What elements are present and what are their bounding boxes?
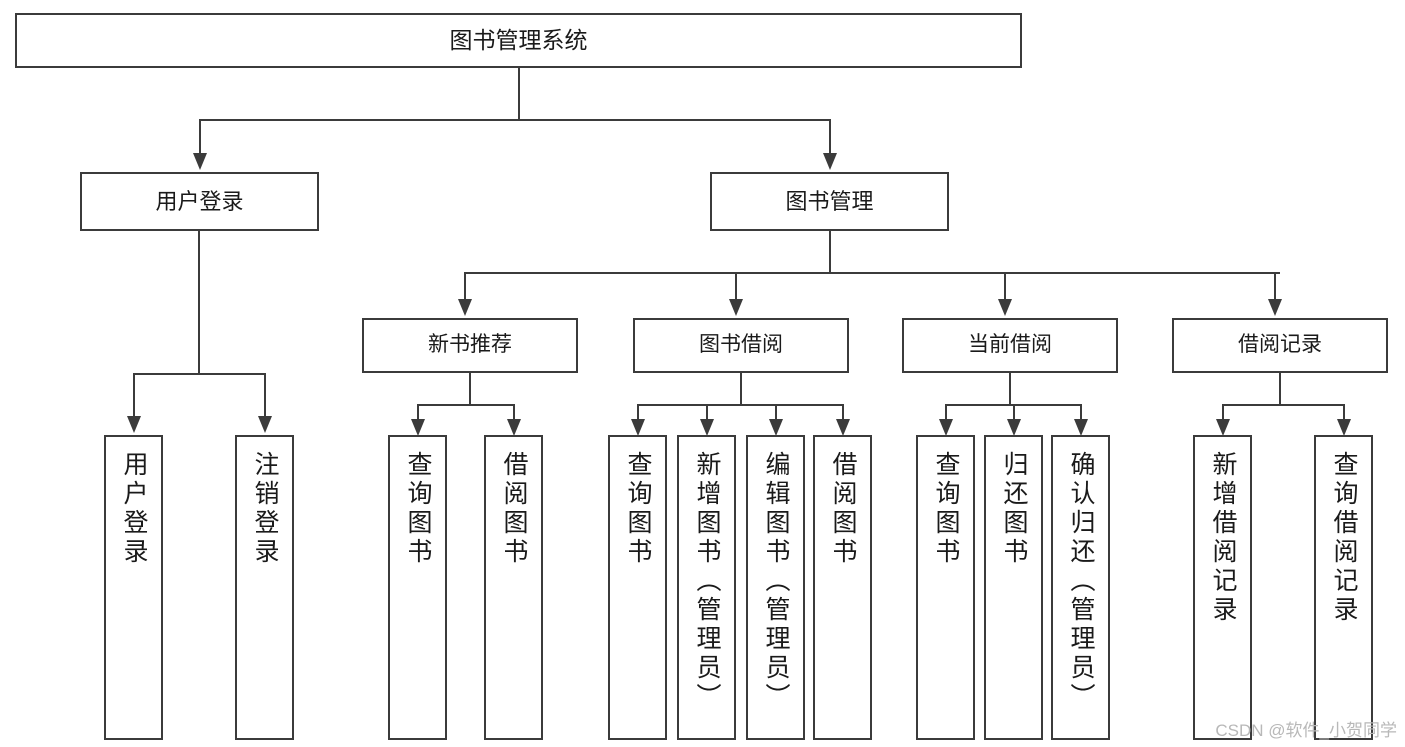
leaf-label: 查询图书 <box>932 451 960 567</box>
connector-bm-drop-3 <box>1004 272 1006 300</box>
arrow-to-leaf-add-book <box>700 419 714 436</box>
connector-nbr-stem <box>469 373 471 405</box>
arrow-to-leaf-borrow-book-nbr <box>507 419 521 436</box>
connector-bb-drop-3 <box>775 404 777 420</box>
arrow-to-leaf-query-book-nbr <box>411 419 425 436</box>
leaf-borrow-book-recommend[interactable]: 借阅图书 <box>484 435 543 740</box>
arrow-to-leaf-add-record <box>1216 419 1230 436</box>
connector-bb-stem <box>740 373 742 405</box>
connector-cb-drop-3 <box>1080 404 1082 420</box>
leaf-label: 新增借阅记录 <box>1209 451 1237 625</box>
node-label: 图书管理系统 <box>449 27 588 54</box>
arrow-to-leaf-return-book <box>1007 419 1021 436</box>
leaf-label: 编辑图书（管理员） <box>762 451 790 712</box>
connector-cb-stem <box>1009 373 1011 405</box>
connector-nbr-drop-1 <box>417 404 419 420</box>
connector-bb-drop-4 <box>842 404 844 420</box>
node-new-book-recommend[interactable]: 新书推荐 <box>362 318 578 373</box>
leaf-label: 新增图书（管理员） <box>693 451 721 712</box>
connector-bb-drop-2 <box>706 404 708 420</box>
leaf-query-book-borrow[interactable]: 查询图书 <box>608 435 667 740</box>
connector-br-drop-1 <box>1222 404 1224 420</box>
connector-user-login-bus <box>133 373 265 375</box>
connector-root-stem <box>518 68 520 120</box>
connector-user-login-drop-2 <box>264 373 266 417</box>
node-current-borrow[interactable]: 当前借阅 <box>902 318 1118 373</box>
leaf-add-borrow-record[interactable]: 新增借阅记录 <box>1193 435 1252 740</box>
connector-user-login-drop-1 <box>133 373 135 417</box>
arrow-to-book-manage <box>823 153 837 170</box>
leaf-label: 查询图书 <box>404 451 432 567</box>
leaf-return-book[interactable]: 归还图书 <box>984 435 1043 740</box>
arrow-to-leaf-query-book-bb <box>631 419 645 436</box>
connector-br-bus <box>1222 404 1344 406</box>
leaf-query-book-recommend[interactable]: 查询图书 <box>388 435 447 740</box>
leaf-label: 查询图书 <box>624 451 652 567</box>
connector-br-drop-2 <box>1343 404 1345 420</box>
leaf-label: 用户登录 <box>120 451 148 567</box>
leaf-logout[interactable]: 注销登录 <box>235 435 294 740</box>
node-user-login[interactable]: 用户登录 <box>80 172 319 231</box>
arrow-to-leaf-query-book-cb <box>939 419 953 436</box>
leaf-borrow-book[interactable]: 借阅图书 <box>813 435 872 740</box>
leaf-user-login[interactable]: 用户登录 <box>104 435 163 740</box>
connector-root-drop-1 <box>199 119 201 155</box>
node-label: 借阅记录 <box>1238 333 1322 357</box>
leaf-query-book-current[interactable]: 查询图书 <box>916 435 975 740</box>
arrow-to-current-borrow <box>998 299 1012 316</box>
node-label: 新书推荐 <box>428 333 512 357</box>
node-label: 图书管理 <box>785 188 874 214</box>
node-borrow-record[interactable]: 借阅记录 <box>1172 318 1388 373</box>
arrow-to-leaf-user-login <box>127 416 141 433</box>
node-book-manage[interactable]: 图书管理 <box>710 172 949 231</box>
leaf-label: 注销登录 <box>251 451 279 567</box>
connector-root-drop-2 <box>829 119 831 155</box>
node-label: 当前借阅 <box>968 333 1052 357</box>
connector-nbr-bus <box>417 404 515 406</box>
arrow-to-borrow-record <box>1268 299 1282 316</box>
connector-book-manage-bus <box>464 272 1280 274</box>
leaf-edit-book[interactable]: 编辑图书（管理员） <box>746 435 805 740</box>
leaf-label: 确认归还（管理员） <box>1067 451 1095 712</box>
leaf-confirm-return[interactable]: 确认归还（管理员） <box>1051 435 1110 740</box>
connector-nbr-drop-2 <box>513 404 515 420</box>
leaf-label: 借阅图书 <box>829 451 857 567</box>
connector-bb-bus <box>637 404 844 406</box>
connector-root-bus <box>199 119 831 121</box>
connector-bm-drop-1 <box>464 272 466 300</box>
arrow-to-leaf-query-record <box>1337 419 1351 436</box>
connector-bb-drop-1 <box>637 404 639 420</box>
arrow-to-user-login <box>193 153 207 170</box>
connector-br-stem <box>1279 373 1281 405</box>
node-label: 图书借阅 <box>699 333 783 357</box>
leaf-add-book[interactable]: 新增图书（管理员） <box>677 435 736 740</box>
leaf-label: 借阅图书 <box>500 451 528 567</box>
connector-bm-drop-2 <box>735 272 737 300</box>
arrow-to-new-book-recommend <box>458 299 472 316</box>
arrow-to-book-borrow <box>729 299 743 316</box>
node-root-system[interactable]: 图书管理系统 <box>15 13 1022 68</box>
arrow-to-leaf-borrow-book-bb <box>836 419 850 436</box>
connector-cb-drop-1 <box>945 404 947 420</box>
connector-book-manage-stem <box>829 231 831 273</box>
leaf-query-borrow-record[interactable]: 查询借阅记录 <box>1314 435 1373 740</box>
arrow-to-leaf-logout <box>258 416 272 433</box>
arrow-to-leaf-confirm-return <box>1074 419 1088 436</box>
leaf-label: 归还图书 <box>1000 451 1028 567</box>
connector-user-login-stem <box>198 231 200 374</box>
leaf-label: 查询借阅记录 <box>1330 451 1358 625</box>
node-book-borrow[interactable]: 图书借阅 <box>633 318 849 373</box>
arrow-to-leaf-edit-book <box>769 419 783 436</box>
node-label: 用户登录 <box>155 188 244 214</box>
connector-bm-drop-4 <box>1274 272 1276 300</box>
connector-cb-drop-2 <box>1013 404 1015 420</box>
